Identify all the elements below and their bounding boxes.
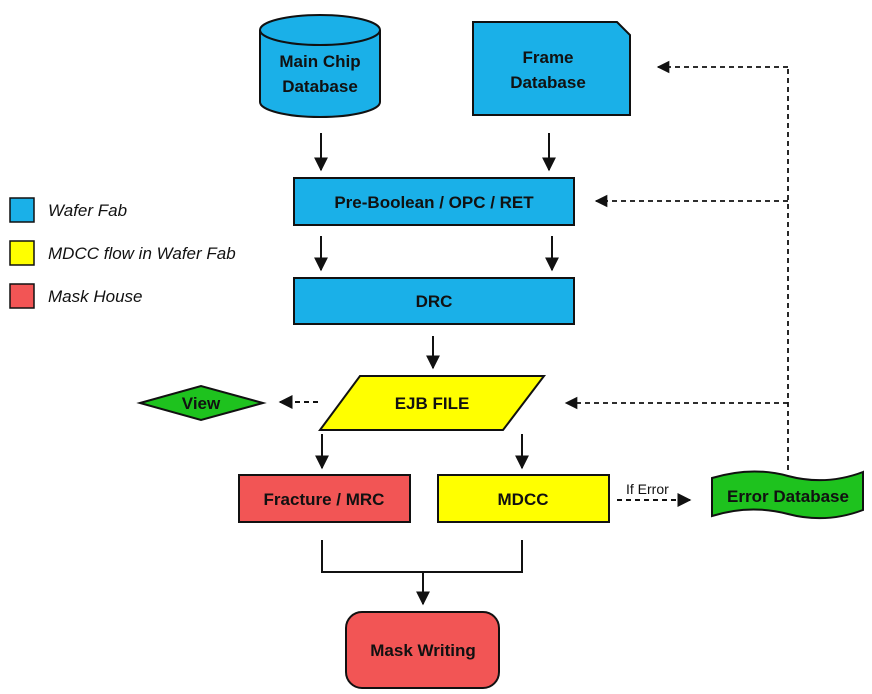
merge-connector: [321, 540, 523, 606]
frame-label-line2: Database: [510, 73, 586, 92]
mask-writing-label: Mask Writing: [370, 641, 475, 660]
pre-boolean-label: Pre-Boolean / OPC / RET: [334, 193, 534, 212]
legend-swatch-wafer-fab: [9, 197, 35, 223]
legend-swatch-mdcc-flow: [9, 240, 35, 266]
ejb-file-node: EJB FILE: [318, 375, 547, 431]
drc-label: DRC: [416, 292, 453, 311]
legend-label-mask-house: Mask House: [48, 287, 142, 306]
fracture-mrc-node: Fracture / MRC: [238, 474, 411, 523]
legend-swatch-mask-house: [9, 283, 35, 309]
mdcc-label: MDCC: [498, 490, 549, 509]
view-label: View: [182, 394, 221, 413]
legend-label-mdcc-flow: MDCC flow in Wafer Fab: [48, 244, 236, 263]
main-chip-label-line1: Main Chip: [279, 52, 360, 71]
frame-database-node: Frame Database: [472, 21, 631, 116]
legend-label-wafer-fab: Wafer Fab: [48, 201, 127, 220]
view-node: View: [136, 384, 267, 422]
error-database-label: Error Database: [727, 487, 849, 506]
fracture-mrc-label: Fracture / MRC: [264, 490, 385, 509]
main-chip-database-node: Main Chip Database: [259, 14, 381, 118]
frame-label-line1: Frame: [522, 48, 573, 67]
if-error-label: If Error: [626, 481, 669, 497]
drc-node: DRC: [293, 277, 575, 325]
legend: Wafer Fab MDCC flow in Wafer Fab Mask Ho…: [9, 197, 236, 309]
mask-writing-node: Mask Writing: [345, 611, 500, 689]
ejb-file-label: EJB FILE: [395, 394, 470, 413]
mdcc-node: MDCC: [437, 474, 610, 523]
error-database-node: Error Database: [711, 470, 864, 520]
main-chip-label-line2: Database: [282, 77, 358, 96]
feedback-loop: [564, 60, 789, 470]
pre-boolean-node: Pre-Boolean / OPC / RET: [293, 177, 575, 226]
